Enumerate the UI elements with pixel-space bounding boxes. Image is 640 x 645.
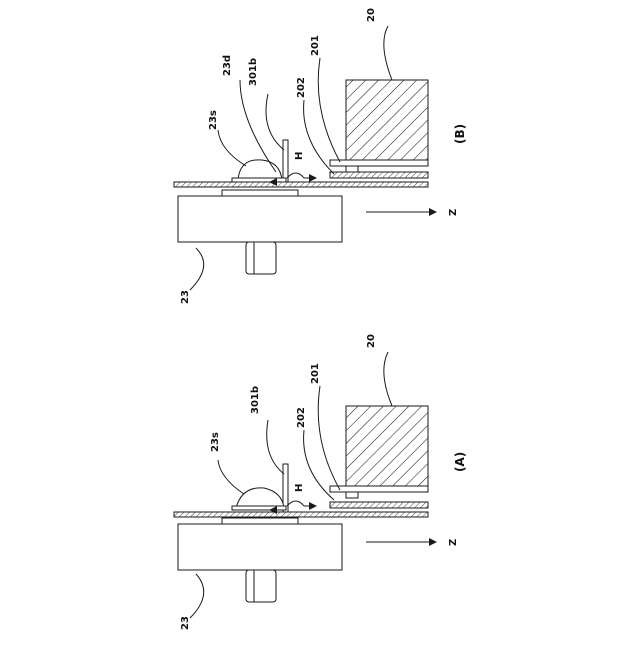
panel-a xyxy=(174,352,436,618)
label-201: 201 xyxy=(310,35,321,56)
block-20 xyxy=(346,80,428,160)
label-a-caption: (A) xyxy=(453,452,467,472)
dome-23s xyxy=(236,488,284,508)
label-h: H xyxy=(294,152,305,160)
label-202: 202 xyxy=(296,77,307,98)
label-h: H xyxy=(294,484,305,492)
shaft xyxy=(246,242,276,274)
step-202 xyxy=(346,166,358,172)
sheet xyxy=(174,182,428,187)
label-z: Z xyxy=(448,209,459,216)
base-23d xyxy=(232,506,286,510)
plate-201 xyxy=(330,160,428,166)
label-20: 20 xyxy=(366,8,377,22)
label-z: Z xyxy=(448,539,459,546)
label-301b: 301b xyxy=(250,386,261,414)
label-201: 201 xyxy=(310,363,321,384)
label-23: 23 xyxy=(180,290,191,304)
plate-201 xyxy=(330,486,428,492)
label-b-caption: (B) xyxy=(453,124,467,144)
arrow-h xyxy=(287,501,304,506)
collar xyxy=(222,518,298,524)
body-23 xyxy=(178,196,342,242)
dome-23s xyxy=(238,160,282,180)
label-23d: 23d xyxy=(222,55,233,76)
shaft xyxy=(246,570,276,602)
panel-b xyxy=(174,26,436,290)
label-20: 20 xyxy=(366,334,377,348)
body-23 xyxy=(178,524,342,570)
block-20 xyxy=(346,406,428,486)
label-202: 202 xyxy=(296,407,307,428)
thin-layer xyxy=(330,502,428,508)
label-23: 23 xyxy=(180,616,191,630)
label-23s: 23s xyxy=(210,432,221,452)
collar xyxy=(222,190,298,196)
thin-layer xyxy=(330,172,428,178)
label-23s: 23s xyxy=(208,110,219,130)
arrow-h xyxy=(287,173,304,178)
step-202 xyxy=(346,492,358,498)
base-23d xyxy=(232,178,286,182)
label-301b: 301b xyxy=(248,58,259,86)
post-301b xyxy=(283,140,288,182)
sheet xyxy=(174,512,428,517)
